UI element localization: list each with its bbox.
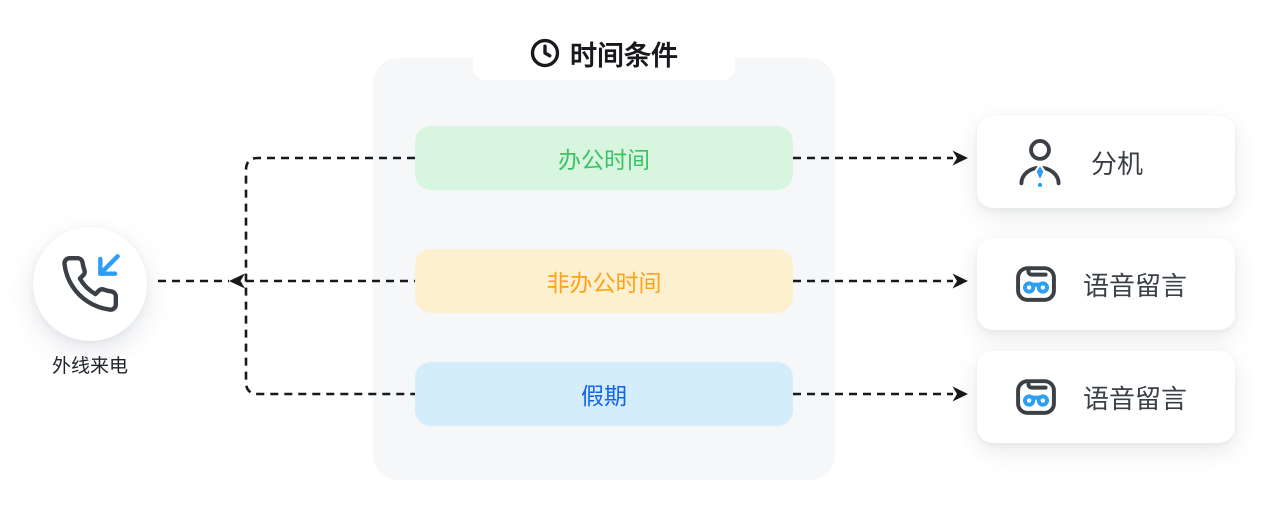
voicemail-icon xyxy=(1011,372,1061,422)
destination-label: 语音留言 xyxy=(1083,271,1188,302)
destination-voicemail-2: 语音留言 xyxy=(977,351,1235,443)
group-title-label: 时间条件 xyxy=(570,40,678,72)
arrow-right-icon xyxy=(952,273,968,289)
destination-voicemail-1: 语音留言 xyxy=(977,238,1235,330)
incoming-call-node xyxy=(33,227,147,341)
group-title: 时间条件 xyxy=(373,36,835,72)
branch-holiday: 假期 xyxy=(415,362,793,426)
destination-label: 分机 xyxy=(1091,149,1144,180)
branch-label: 办公时间 xyxy=(558,148,650,174)
incoming-call-label: 外线来电 xyxy=(51,355,128,377)
phone-incoming-icon xyxy=(62,254,120,312)
branch-label: 非办公时间 xyxy=(546,271,662,297)
destination-extension: 分机 xyxy=(977,116,1235,208)
arrow-right-icon xyxy=(952,386,968,402)
arrow-right-icon xyxy=(952,150,968,166)
branch-non-office-hours: 非办公时间 xyxy=(415,249,793,313)
voicemail-icon xyxy=(1011,259,1061,309)
branch-office-hours: 办公时间 xyxy=(415,126,793,190)
arrow-left-icon xyxy=(229,273,245,289)
user-icon xyxy=(1011,133,1069,191)
group-title-notch xyxy=(473,40,735,80)
clock-icon xyxy=(530,38,560,68)
destination-label: 语音留言 xyxy=(1083,384,1188,415)
branch-label: 假期 xyxy=(581,384,627,410)
